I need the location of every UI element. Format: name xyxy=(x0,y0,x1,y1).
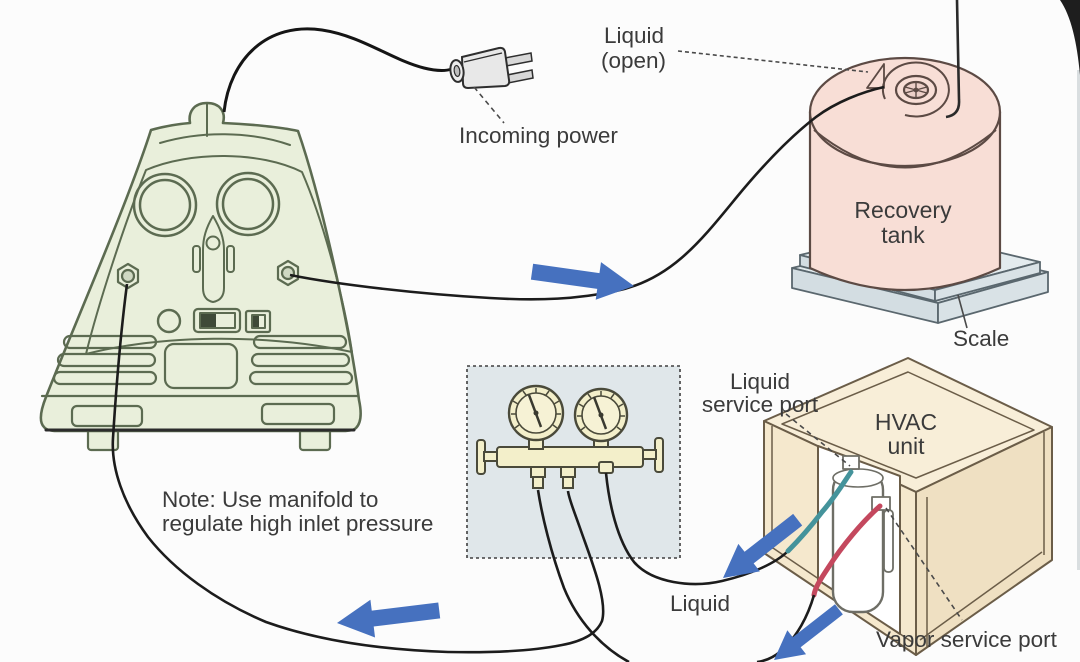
tank-inlet-line xyxy=(945,0,961,119)
note-label-line1: Note: Use manifold to xyxy=(162,487,378,512)
recovery-machine xyxy=(39,101,362,452)
flow-arrow-to-machine xyxy=(334,591,442,642)
hose-liquid-black xyxy=(604,472,789,586)
hose-liquid-teal xyxy=(785,469,854,554)
machine-port-right xyxy=(276,259,300,287)
flow-arrow-vapor xyxy=(764,597,849,662)
liquid-open-label-line2: (open) xyxy=(601,48,666,73)
plug-prong xyxy=(506,69,534,84)
hvac-unit-label-line1: HVAC xyxy=(875,409,937,435)
note-label-line2: regulate high inlet pressure xyxy=(162,511,433,536)
page-curl xyxy=(1060,0,1080,75)
scale-leader xyxy=(957,294,968,329)
liquid-open-label-line1: Liquid xyxy=(604,23,664,48)
incoming-power-label: Incoming power xyxy=(459,123,618,148)
hose-machine-to-tank xyxy=(289,85,885,301)
liquid-service-port-leader xyxy=(785,413,851,467)
manifold-gauge-set xyxy=(476,384,664,489)
liquid-service-port-fitting xyxy=(842,455,860,470)
hose-machine-to-manifold xyxy=(111,283,605,654)
power-cord xyxy=(222,27,453,113)
power-plug xyxy=(449,46,534,90)
manifold-gauge-right xyxy=(573,387,629,443)
machine-knob xyxy=(156,308,182,334)
liquid-service-port-label-line2: service port xyxy=(702,392,819,417)
machine-square-button xyxy=(244,309,272,334)
recovery-tank-label-line1: Recovery xyxy=(854,197,952,223)
liquid-service-port-label-line1: Liquid xyxy=(730,369,790,394)
liquid-open-leader xyxy=(677,50,869,73)
hose-manifold-left xyxy=(536,489,630,662)
manifold-gauge-left xyxy=(507,384,565,442)
recovery-tank-label-line2: tank xyxy=(881,222,925,248)
tank-valve-guard xyxy=(881,61,950,118)
vapor-service-port-label: Vapor service port xyxy=(876,627,1058,652)
scale-label: Scale xyxy=(953,326,1009,351)
machine-power-switch xyxy=(192,307,242,334)
page-edge xyxy=(1077,70,1080,570)
incoming-power-leader xyxy=(473,86,505,124)
vapor-service-port-leader xyxy=(885,507,963,621)
liquid-hose-label: Liquid xyxy=(670,591,730,616)
hvac-unit-label-line2: unit xyxy=(887,433,925,459)
machine-vents xyxy=(40,334,360,428)
plug-prong xyxy=(504,52,533,67)
machine-gauge-left xyxy=(132,172,198,238)
hose-vapor-red xyxy=(811,503,883,598)
machine-gauge-right xyxy=(215,171,281,237)
recovery-tank xyxy=(808,56,1002,292)
tank-valve xyxy=(894,74,938,106)
machine-selector-lever xyxy=(192,215,235,303)
machine-port-left xyxy=(116,262,140,290)
